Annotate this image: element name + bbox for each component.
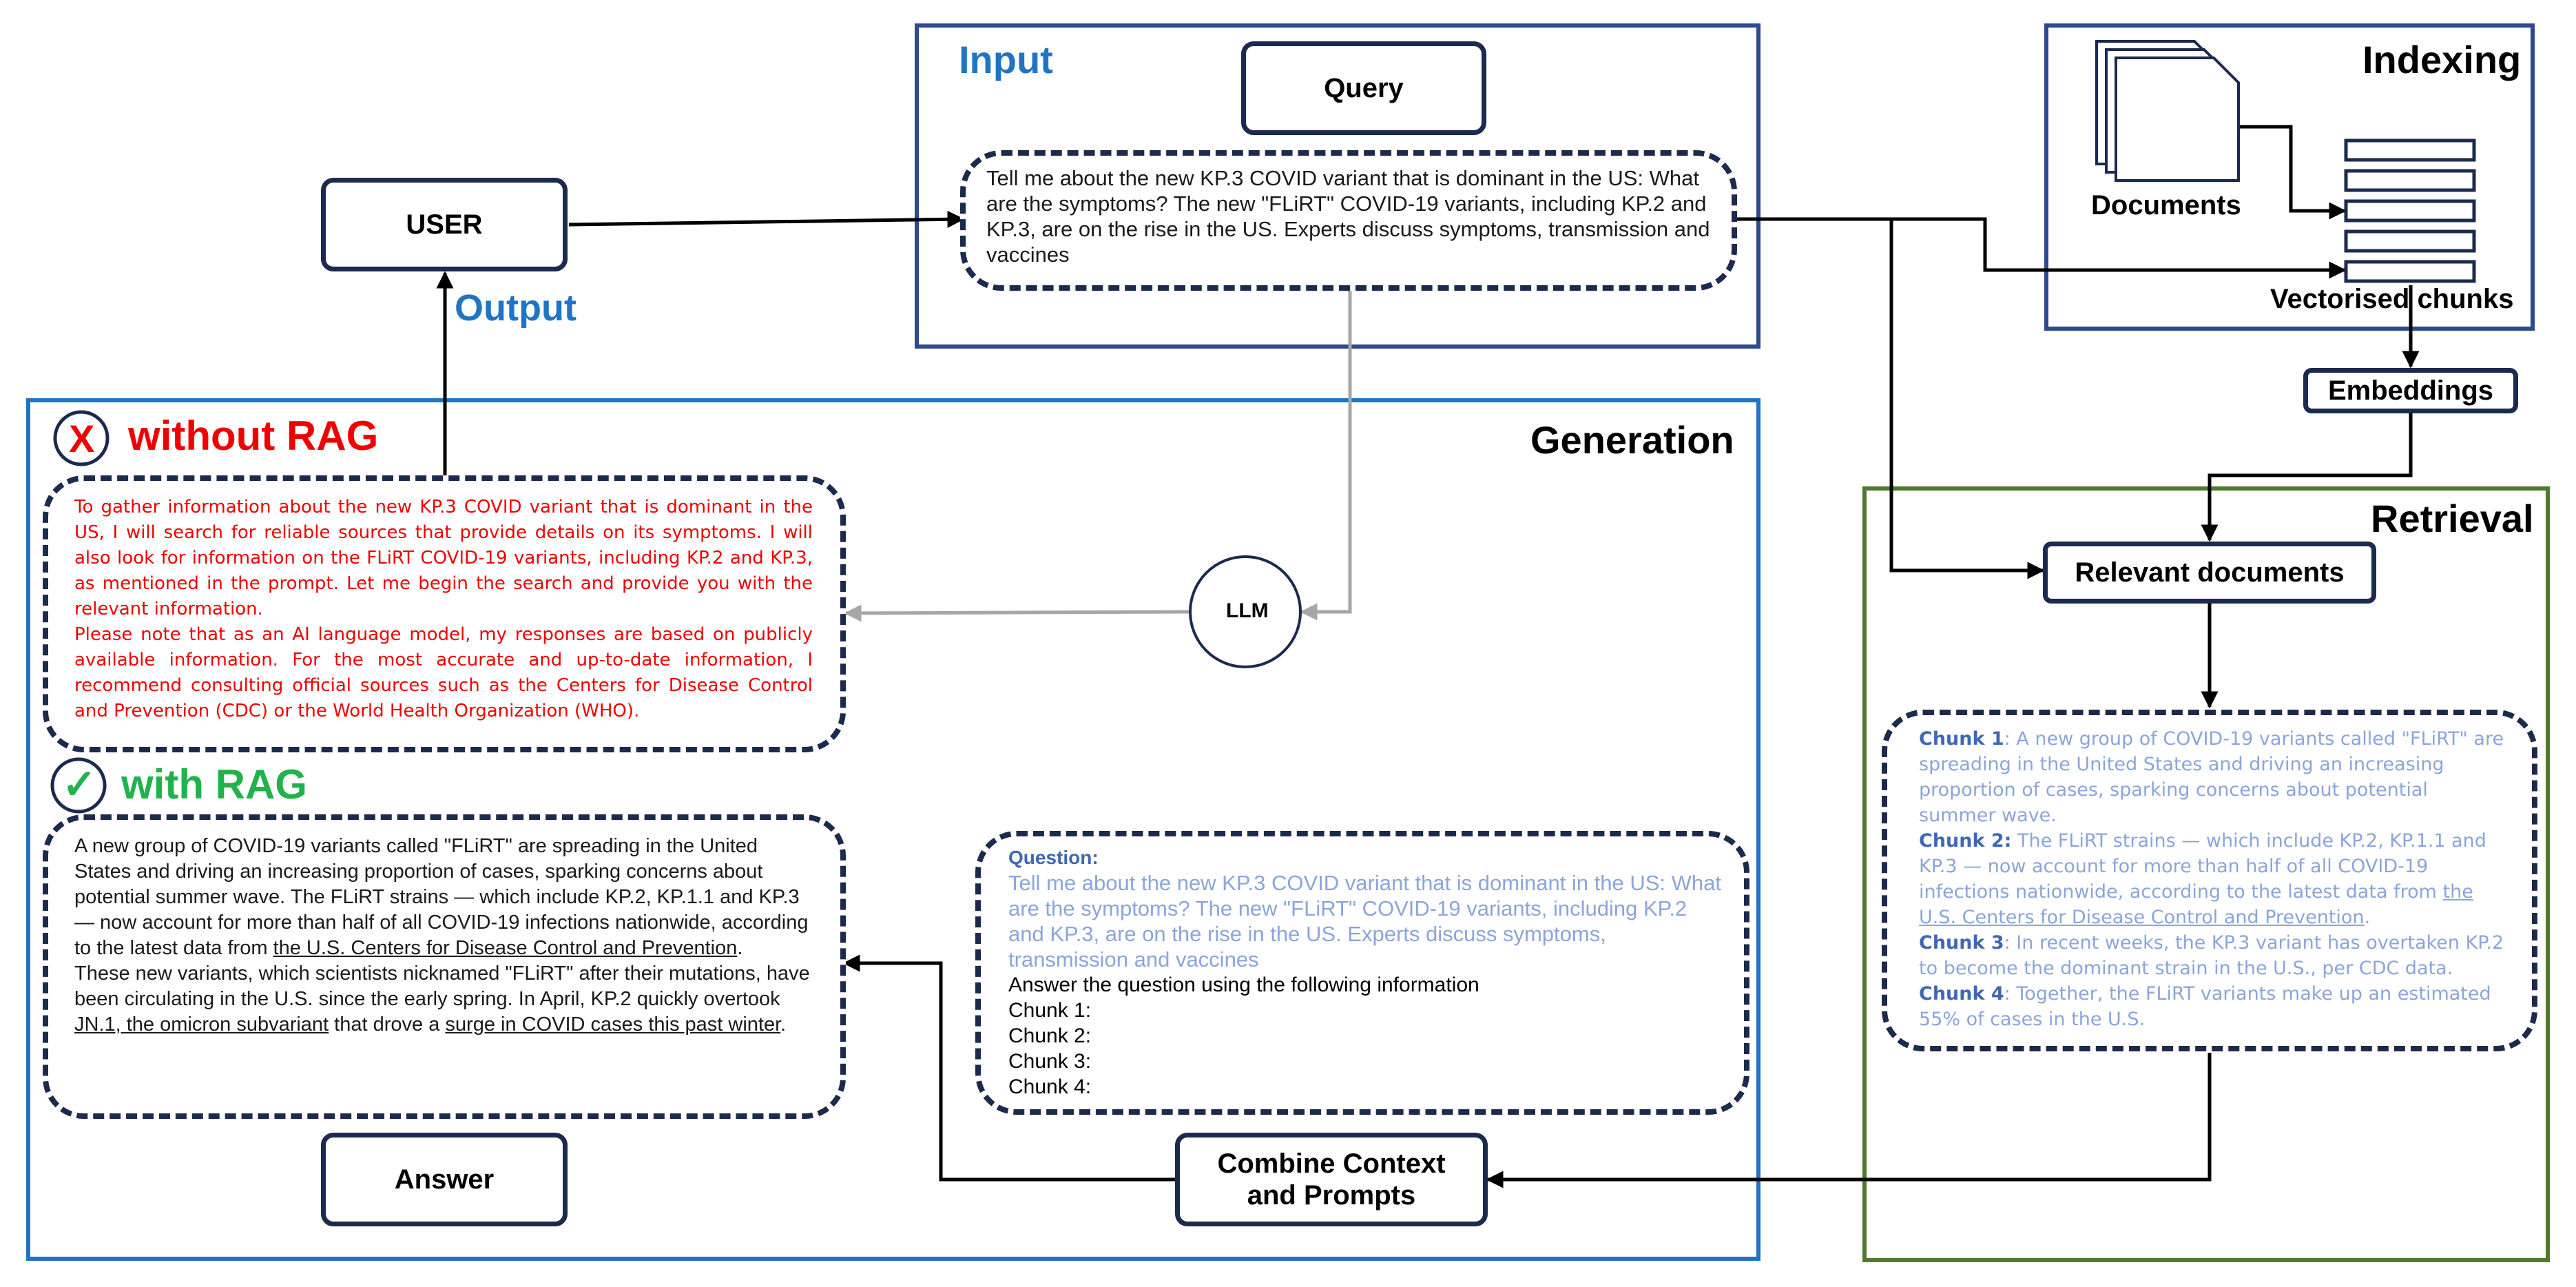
with-rag-p1-end: .: [737, 937, 743, 959]
chunk-2-end: .: [2364, 907, 2371, 928]
arrow-query-to-chunks: [1891, 217, 2347, 279]
retrieved-chunk-3: Chunk 3: In recent weeks, the KP.3 varia…: [1919, 930, 2504, 981]
generation-panel-title: Generation: [1530, 418, 1734, 462]
vectorised-chunks-icon: [2344, 138, 2476, 283]
arrow-docs-to-chunks: [2237, 125, 2347, 220]
documents-label: Documents: [2091, 190, 2241, 220]
instruction-text: Answer the question using the following …: [1008, 974, 1479, 996]
retrieved-chunk-4: Chunk 4: Together, the FLiRT variants ma…: [1919, 981, 2504, 1032]
chunk-1-label: Chunk 1: [1919, 728, 2004, 750]
retrieved-chunk-1: Chunk 1: A new group of COVID-19 variant…: [1919, 726, 2504, 828]
relevant-documents-box: Relevant documents: [2043, 542, 2376, 604]
without-rag-para-2: Please note that as an AI language model…: [74, 624, 813, 721]
retrieved-chunk-2: Chunk 2: The FLiRT strains — which inclu…: [1919, 828, 2504, 930]
chunk-2-label: Chunk 2:: [1919, 830, 2012, 852]
with-rag-box: [43, 814, 846, 1119]
chunk-3-label: Chunk 3: [1919, 932, 2004, 954]
input-panel: [915, 23, 1760, 349]
covid-surge-link[interactable]: surge in COVID cases this past winter: [445, 1013, 781, 1036]
input-panel-title: Input: [959, 38, 1053, 81]
prompt-chunk-1: Chunk 1:: [1008, 999, 1092, 1022]
chunk-4-text: : Together, the FLiRT variants make up a…: [1919, 983, 2491, 1030]
with-rag-para-2: These new variants, which scientists nic…: [74, 961, 813, 1038]
with-rag-p2-text: These new variants, which scientists nic…: [74, 962, 810, 1010]
prompt-box: [975, 831, 1749, 1115]
without-rag-mark: X: [69, 417, 95, 460]
prompt-chunk-2: Chunk 2:: [1008, 1025, 1092, 1047]
generation-panel: [26, 398, 1760, 1261]
chunk-3-text: : In recent weeks, the KP.3 variant has …: [1919, 932, 2504, 979]
llm-label: LLM: [1226, 599, 1269, 622]
arrow-query-to-relevant: [1737, 217, 2045, 579]
with-rag-label: with RAG: [121, 761, 307, 807]
chunk-2-text: The FLiRT strains — which include KP.2, …: [1919, 830, 2486, 903]
jn1-link[interactable]: JN.1, the omicron subvariant: [74, 1013, 329, 1036]
with-rag-p2-mid: that drove a: [329, 1013, 446, 1036]
documents-icon: [2095, 40, 2240, 182]
arrow-combine-to-answer: [842, 954, 1175, 1182]
user-box: USER: [321, 178, 568, 271]
retrieval-panel: [1862, 486, 2550, 1262]
combine-line-1: Combine Context: [1217, 1149, 1446, 1179]
arrow-llm-to-without-rag: [844, 604, 1190, 622]
with-rag-p2-end: .: [780, 1013, 787, 1036]
with-rag-text: A new group of COVID-19 variants called …: [74, 834, 813, 1038]
combine-context-box: Combine Context and Prompts: [1175, 1133, 1488, 1226]
retrieved-chunks-box: [1882, 710, 2537, 1051]
embeddings-box: Embeddings: [2303, 368, 2518, 413]
retrieved-chunks-text: Chunk 1: A new group of COVID-19 variant…: [1919, 726, 2504, 1032]
query-text-box: [960, 150, 1737, 291]
with-rag-p1-text: A new group of COVID-19 variants called …: [74, 835, 809, 959]
with-rag-para-1: A new group of COVID-19 variants called …: [74, 834, 813, 961]
without-rag-para-1: To gather information about the new KP.3…: [74, 497, 813, 619]
query-box: Query: [1241, 41, 1486, 135]
question-label: Question:: [1008, 847, 1099, 868]
without-rag-text: To gather information about the new KP.3…: [74, 495, 813, 724]
arrow-embeddings-to-relevant: [2201, 413, 2413, 542]
question-text: Tell me about the new KP.3 COVID variant…: [1008, 871, 1722, 971]
check-circle: [50, 757, 107, 814]
combine-line-2: and Prompts: [1247, 1180, 1416, 1211]
cdc-link[interactable]: the U.S. Centers for Disease Control and…: [273, 937, 738, 959]
prompt-chunk-3: Chunk 3:: [1008, 1050, 1092, 1073]
query-text: Tell me about the new KP.3 COVID variant…: [986, 166, 1710, 267]
answer-box: Answer: [321, 1133, 568, 1226]
output-label: Output: [455, 287, 577, 329]
arrow-chunks-to-combine: [1486, 1053, 2212, 1188]
prompt-chunk-4: Chunk 4:: [1008, 1075, 1092, 1098]
without-rag-label: without RAG: [128, 413, 379, 459]
arrow-user-to-query: [568, 210, 965, 228]
chunk-1-text: : A new group of COVID-19 variants calle…: [1919, 728, 2504, 826]
arrow-query-to-llm: [1300, 289, 1352, 621]
retrieval-panel-title: Retrieval: [2371, 497, 2534, 540]
indexing-panel-title: Indexing: [2362, 38, 2522, 81]
x-circle: [53, 410, 110, 466]
indexing-panel: [2044, 23, 2535, 331]
vectorised-chunks-label: Vectorised chunks: [2270, 284, 2514, 314]
chunk-4-label: Chunk 4: [1919, 983, 2004, 1005]
llm-circle: [1189, 555, 1302, 668]
chunk-2-link[interactable]: the U.S. Centers for Disease Control and…: [1919, 881, 2473, 928]
prompt-text: Question: Tell me about the new KP.3 COV…: [1008, 845, 1725, 1100]
check-icon: ✓: [62, 761, 97, 807]
without-rag-box: [43, 475, 846, 752]
